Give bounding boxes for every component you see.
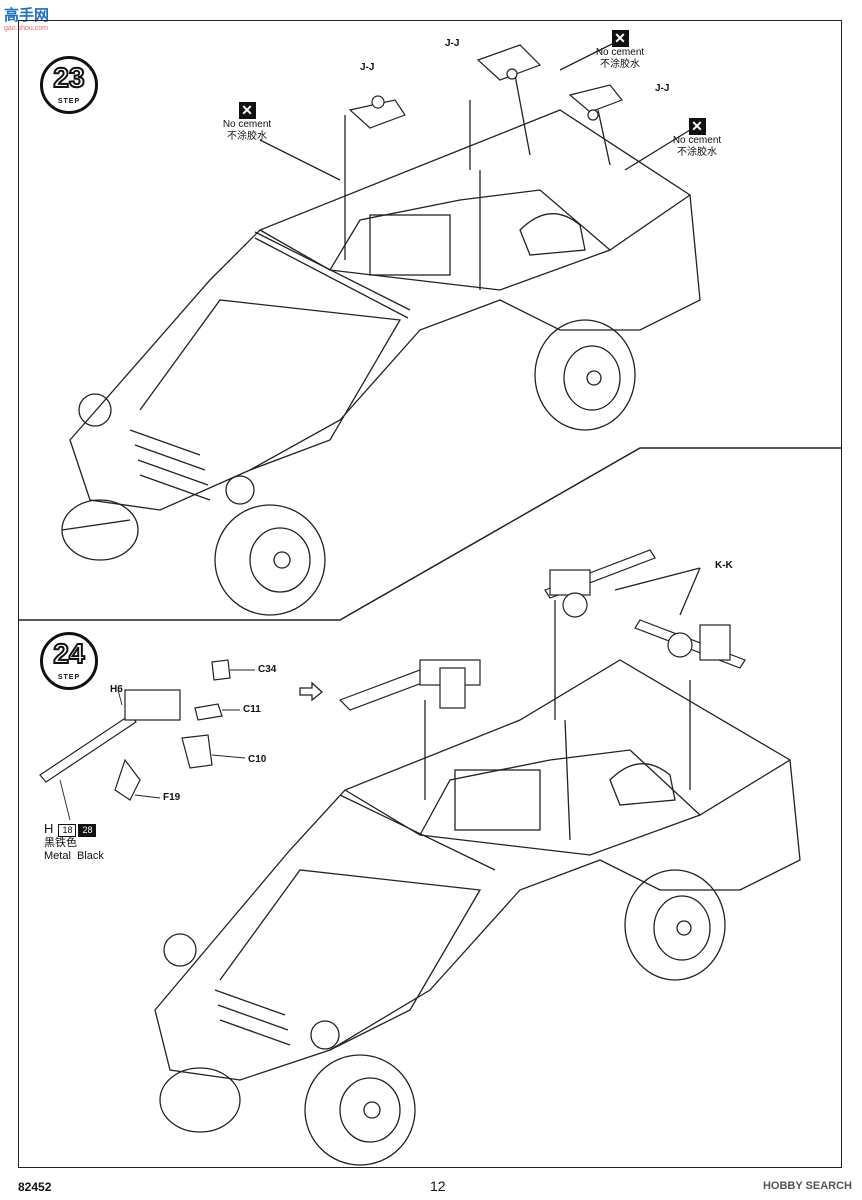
label-h6: H6 [110,684,123,695]
step23-badge: 23 STEP [40,56,98,114]
watermark-logo: 高手网 gao.shou.com [4,4,49,32]
watermark-text: 高手网 [4,7,50,24]
label-jj-top: J-J [445,38,460,49]
label-c10: C10 [248,754,267,765]
step23-word: STEP [57,98,81,105]
no-cement-en: No cement [672,135,722,146]
page-frame [18,20,842,1168]
step24-badge: 24 STEP [40,632,98,690]
label-jj-left: J-J [360,62,375,73]
step-divider [18,447,842,621]
label-f19: F19 [163,792,181,803]
no-cement-zh: 不涂胶水 [227,131,267,142]
label-c34: C34 [258,664,277,675]
no-cement-zh: 不涂胶水 [677,147,717,158]
paint-code-2: 28 [78,824,97,837]
no-cement-icon: ✕ [611,30,629,47]
no-cement-icon: ✕ [238,102,256,119]
step24-word: STEP [57,674,81,681]
step23-vehicle [61,39,701,616]
step24-machine-guns [39,549,746,801]
paint-name-zh: 黑铁色 [44,837,77,849]
paint-letter: H [44,821,54,836]
step24-vehicle [154,567,801,1166]
no-cement-icon: ✕ [688,118,706,135]
step23-mount-parts [348,44,623,129]
no-cement-note-right: ✕ No cement 不涂胶水 [662,118,732,159]
step24-number: 24 [52,638,85,670]
step23-number: 23 [52,62,85,94]
label-kk: K-K [715,560,733,571]
paint-name-en: Metal Black [44,850,104,862]
no-cement-en: No cement [222,119,272,130]
paint-code-1: 18 [58,824,77,837]
page-number: 12 [430,1178,446,1194]
brand-watermark: HOBBY SEARCH [762,1180,852,1192]
no-cement-note-top: ✕ No cement 不涂胶水 [585,30,655,71]
label-c11: C11 [243,704,261,715]
no-cement-zh: 不涂胶水 [600,59,640,70]
watermark-subtext: gao.shou.com [4,25,48,32]
step24-leader-lines [59,669,255,821]
kit-code: 82452 [18,1180,52,1194]
no-cement-note-left: ✕ No cement 不涂胶水 [212,102,282,143]
label-jj-right: J-J [655,83,670,94]
no-cement-en: No cement [595,47,645,58]
